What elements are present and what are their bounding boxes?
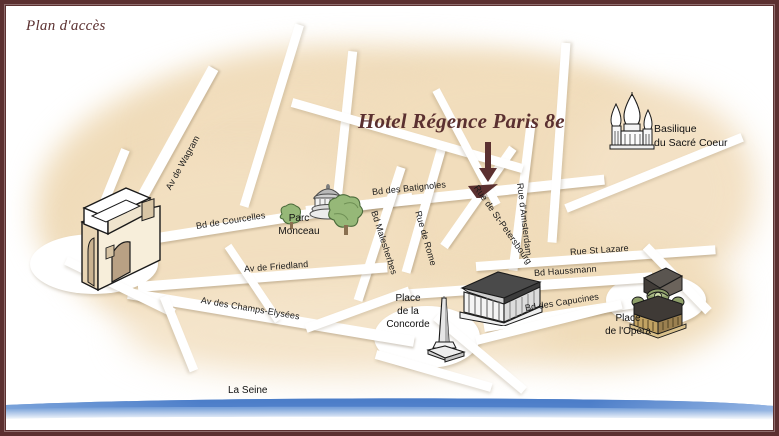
parc-monceau-line-1: Parc xyxy=(288,213,310,224)
opera-house-icon xyxy=(629,267,687,339)
map-canvas: Av de Wagram Bd de Courcelles Bd des Bat… xyxy=(6,6,773,430)
basilica-icon xyxy=(609,92,655,150)
place-label-opera: Place de l'Opera xyxy=(592,312,664,338)
place-label-concorde: Place de la Concorde xyxy=(378,292,438,331)
sacre-coeur-line-1: Basilique xyxy=(654,123,697,135)
opera-line-1: Place xyxy=(615,313,641,324)
arc-de-triomphe-icon xyxy=(80,187,161,292)
place-label-parc-monceau: Parc Monceau xyxy=(268,212,330,238)
tree-icon-2 xyxy=(279,203,301,229)
river-label: La Seine xyxy=(228,385,268,396)
hotel-name-title: Hotel Régence Paris 8e xyxy=(358,109,565,133)
river-seine xyxy=(6,398,773,420)
parc-monceau-line-2: Monceau xyxy=(278,226,320,237)
obelisk-icon xyxy=(426,296,466,363)
place-label-sacre-coeur: Basilique du Sacré Coeur xyxy=(654,122,728,150)
concorde-line-3: Concorde xyxy=(386,319,430,330)
concorde-line-2: de la xyxy=(397,306,419,317)
temple-icon xyxy=(459,271,543,326)
tree-icon xyxy=(328,194,364,235)
concorde-line-1: Place xyxy=(395,293,421,304)
page-title: Plan d'accès xyxy=(26,18,106,34)
hotel-location-marker[interactable] xyxy=(468,142,512,198)
sacre-coeur-line-2: du Sacré Coeur xyxy=(654,137,728,149)
opera-line-2: de l'Opera xyxy=(605,326,651,337)
